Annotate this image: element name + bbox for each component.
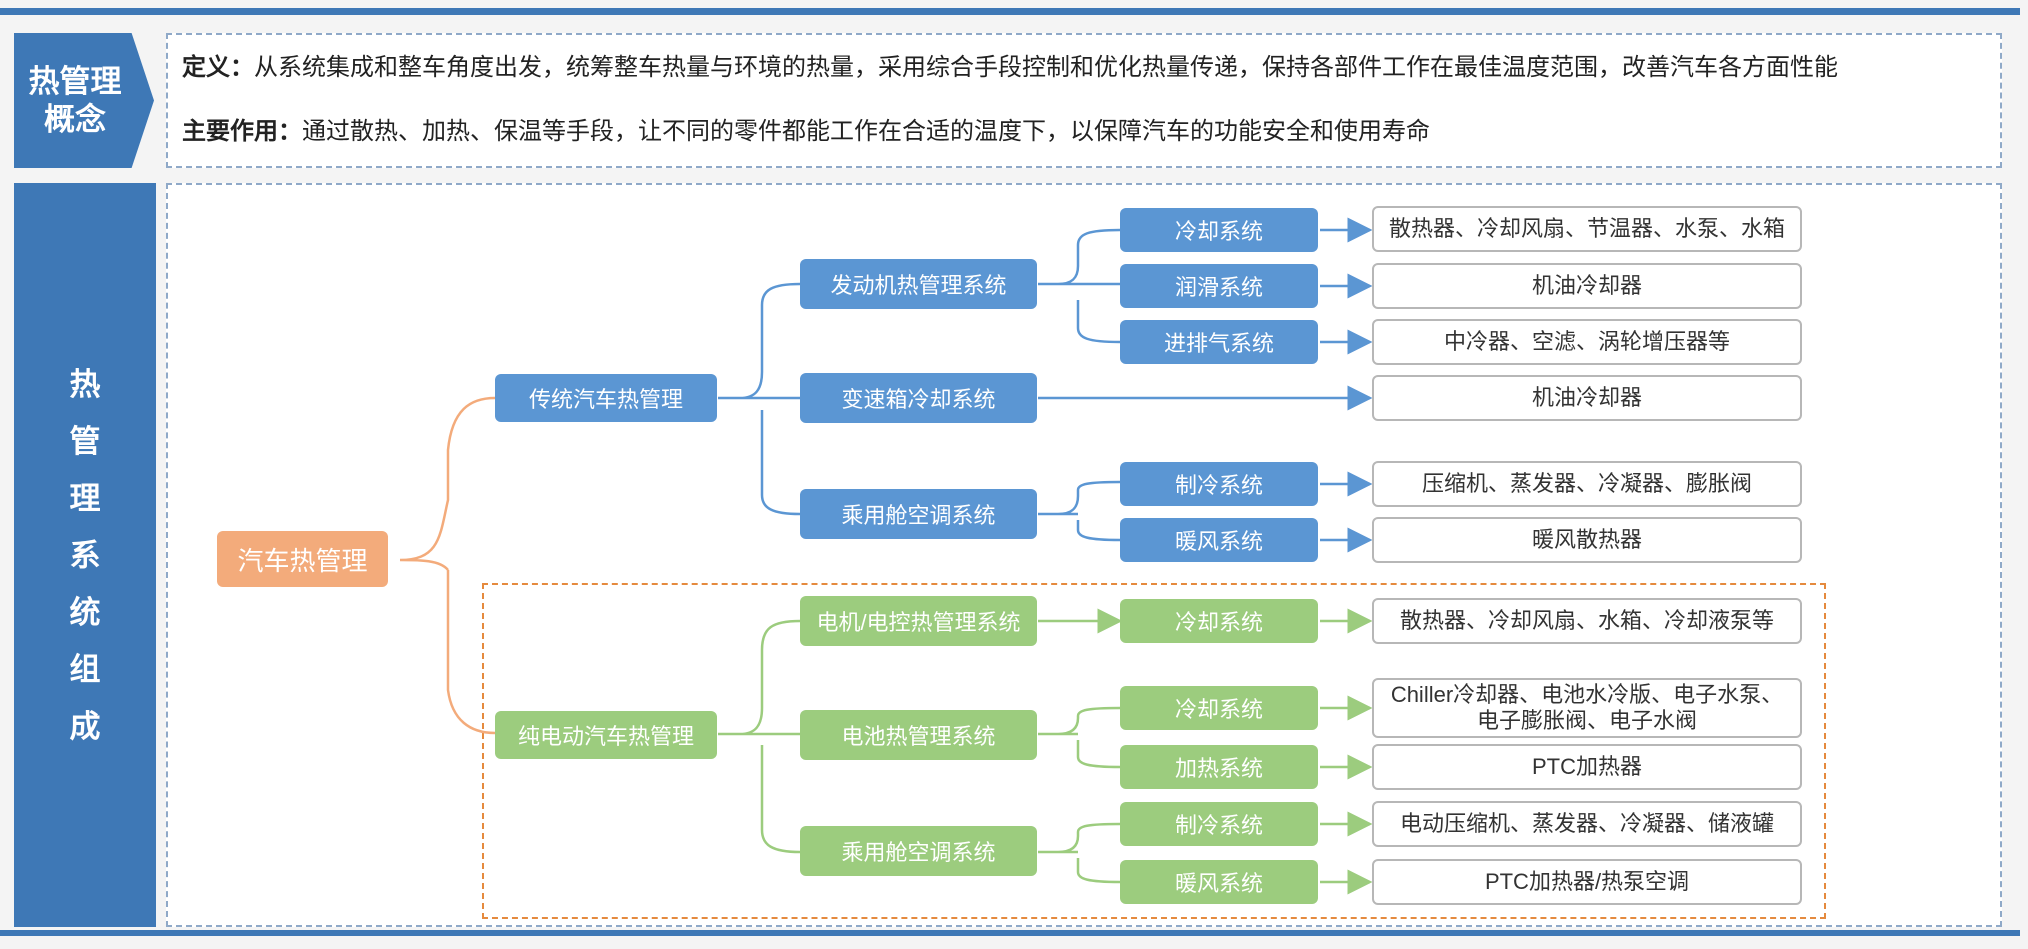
definition-line: 定义：从系统集成和整车角度出发，统筹整车热量与环境的热量，采用综合手段控制和优化… — [182, 47, 1838, 82]
definition-panel: 定义：从系统集成和整车角度出发，统筹整车热量与环境的热量，采用综合手段控制和优化… — [166, 33, 2002, 168]
leaf-cabin-trad-heating: 暖风散热器 — [1372, 517, 1802, 563]
bottom-accent-bar — [0, 930, 2020, 936]
leaf-engine-lubrication: 机油冷却器 — [1372, 263, 1802, 309]
battery-cooling-node: 冷却系统 — [1120, 686, 1318, 730]
cabin-ev-refrigeration-node: 制冷系统 — [1120, 802, 1318, 846]
ev-group-frame — [482, 583, 1826, 919]
leaf-gearbox: 机油冷却器 — [1372, 375, 1802, 421]
engine-intake-node: 进排气系统 — [1120, 320, 1318, 364]
engine-cooling-node: 冷却系统 — [1120, 208, 1318, 252]
leaf-motor-cooling: 散热器、冷却风扇、水箱、冷却液泵等 — [1372, 598, 1802, 644]
leaf-battery-cooling: Chiller冷却器、电池水冷版、电子水泵、电子膨胀阀、电子水阀 — [1372, 678, 1802, 738]
role-line: 主要作用：通过散热、加热、保温等手段，让不同的零件都能工作在合适的温度下，以保障… — [182, 111, 1430, 146]
cabin-trad-heating-node: 暖风系统 — [1120, 518, 1318, 562]
battery-heating-node: 加热系统 — [1120, 745, 1318, 789]
gearbox-node: 变速箱冷却系统 — [800, 373, 1037, 423]
cabin-ev-node: 乘用舱空调系统 — [800, 826, 1037, 876]
engine-node: 发动机热管理系统 — [800, 259, 1037, 309]
leaf-cabin-ev-heating: PTC加热器/热泵空调 — [1372, 859, 1802, 905]
definition-label: 定义： — [182, 54, 254, 81]
engine-lubrication-node: 润滑系统 — [1120, 264, 1318, 308]
top-accent-bar — [0, 8, 2020, 15]
leaf-cabin-ev-refrigeration: 电动压缩机、蒸发器、冷凝器、储液罐 — [1372, 801, 1802, 847]
motor-cooling-node: 冷却系统 — [1120, 599, 1318, 643]
role-label: 主要作用： — [182, 118, 302, 145]
cabin-trad-bracket — [1038, 480, 1121, 542]
electric-node: 纯电动汽车热管理 — [495, 711, 717, 759]
concept-header: 热管理概念 — [14, 33, 154, 168]
leaf-engine-intake: 中冷器、空滤、涡轮增压器等 — [1372, 319, 1802, 365]
leaf-cabin-trad-refrigeration: 压缩机、蒸发器、冷凝器、膨胀阀 — [1372, 461, 1802, 507]
role-text: 通过散热、加热、保温等手段，让不同的零件都能工作在合适的温度下，以保障汽车的功能… — [302, 118, 1430, 145]
traditional-node: 传统汽车热管理 — [495, 374, 717, 422]
traditional-bracket — [718, 282, 801, 516]
cabin-ev-heating-node: 暖风系统 — [1120, 860, 1318, 904]
leaf-battery-heating: PTC加热器 — [1372, 744, 1802, 790]
battery-bracket — [1038, 706, 1121, 769]
engine-bracket — [1038, 228, 1121, 344]
root-node: 汽车热管理 — [217, 531, 388, 587]
leaf-engine-cooling: 散热器、冷却风扇、节温器、水泵、水箱 — [1372, 206, 1802, 252]
definition-text: 从系统集成和整车角度出发，统筹整车热量与环境的热量，采用综合手段控制和优化热量传… — [254, 54, 1838, 81]
root-bracket — [399, 396, 496, 735]
electric-bracket — [718, 619, 801, 854]
system-label: 热管理系统组成 — [69, 366, 101, 744]
cabin-trad-refrigeration-node: 制冷系统 — [1120, 462, 1318, 506]
cabin-ev-bracket — [1038, 822, 1121, 884]
system-header: 热管理系统组成 — [14, 183, 156, 927]
concept-label: 热管理概念 — [28, 64, 122, 137]
battery-node: 电池热管理系统 — [800, 710, 1037, 760]
cabin-trad-node: 乘用舱空调系统 — [800, 489, 1037, 539]
motor-node: 电机/电控热管理系统 — [800, 596, 1037, 646]
